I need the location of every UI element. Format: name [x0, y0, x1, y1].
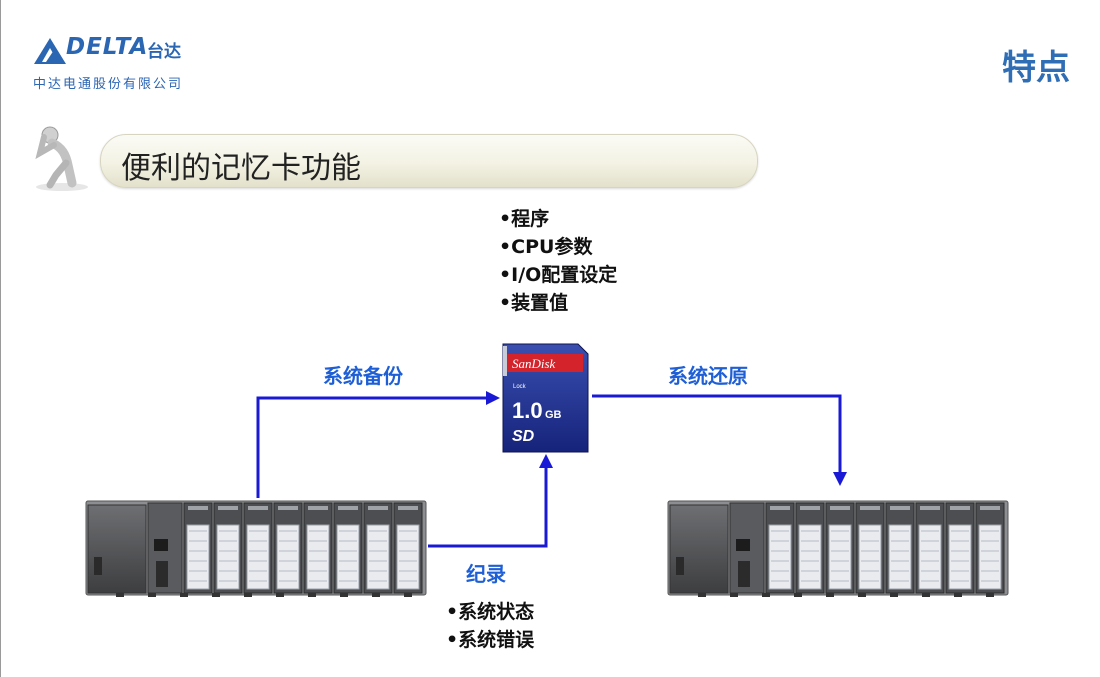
brand-name: DELTA	[66, 34, 149, 60]
record-item: •系统错误	[446, 629, 535, 651]
delta-logo-icon	[34, 38, 66, 64]
section-title: 便利的记忆卡功能	[121, 151, 361, 186]
sd-card-capacity: 1.0	[512, 398, 543, 423]
left-border	[0, 0, 1, 677]
company-name: 中达电通股份有限公司	[33, 77, 184, 92]
card-content-item: •程序	[499, 208, 550, 230]
restore-arrow	[592, 394, 847, 486]
thinking-figure-icon	[35, 126, 88, 191]
card-content-item: •CPU参数	[499, 236, 593, 258]
backup-label: 系统备份	[323, 364, 403, 388]
sd-card-brand: SanDisk	[512, 356, 556, 371]
card-contents-list: •程序 •CPU参数 •I/O配置设定 •装置值	[499, 205, 617, 317]
record-label: 纪录	[466, 562, 506, 586]
card-content-item: •装置值	[499, 292, 569, 314]
backup-arrow	[256, 391, 500, 498]
sd-card-icon	[502, 343, 589, 453]
record-arrow	[428, 454, 553, 548]
brand-name-cn: 台达	[147, 42, 181, 62]
sd-card-lock: Lock	[513, 384, 527, 390]
record-items-list: •系统状态 •系统错误	[446, 598, 534, 654]
card-content-item: •I/O配置设定	[499, 264, 618, 286]
section-banner: 便利的记忆卡功能	[100, 134, 758, 188]
plc-rack-right	[667, 500, 1009, 597]
restore-label: 系统还原	[668, 364, 748, 388]
record-item: •系统状态	[446, 601, 535, 623]
plc-rack-left	[85, 500, 427, 597]
sd-card-capacity-unit: GB	[545, 409, 562, 421]
page-title: 特点	[1002, 48, 1070, 88]
sd-card-format: SD	[512, 428, 535, 445]
